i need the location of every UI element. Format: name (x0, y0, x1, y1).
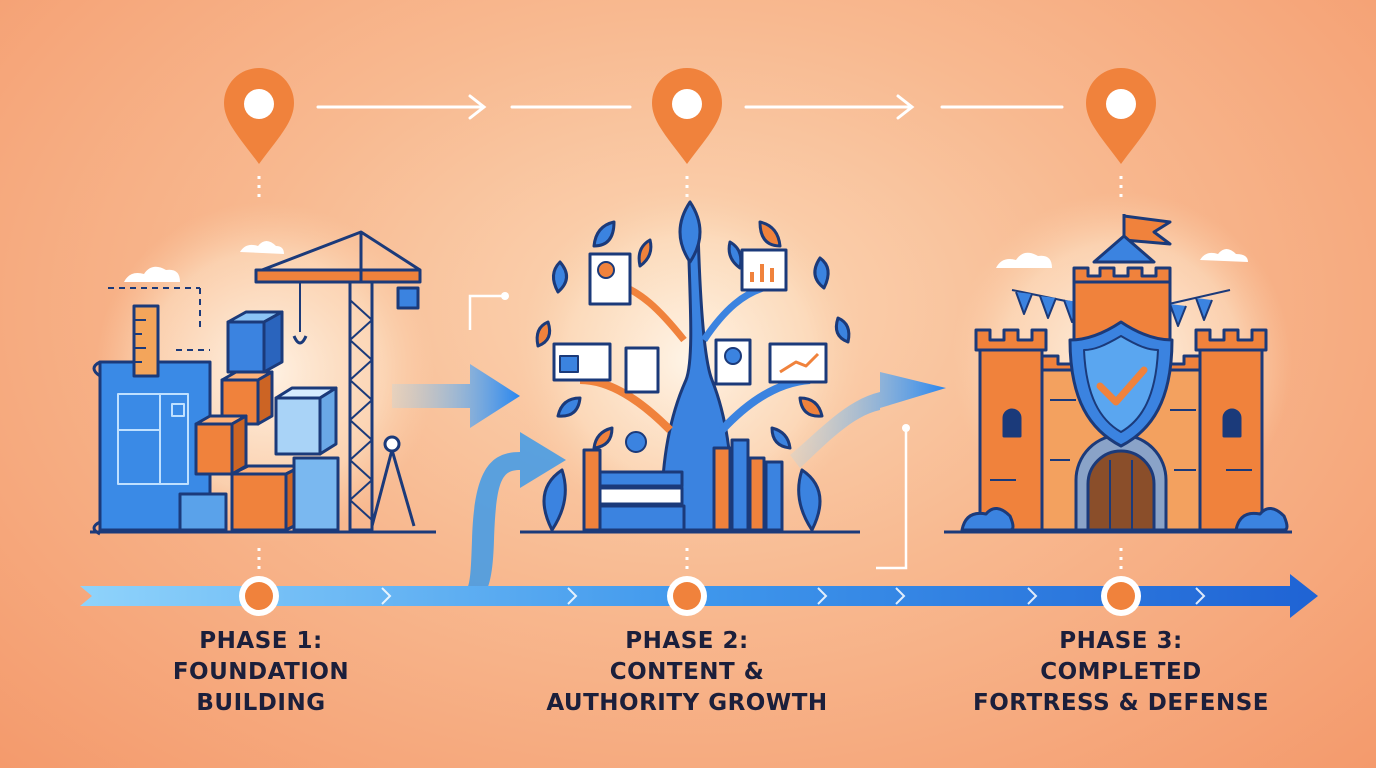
connector-arrows (392, 292, 946, 606)
phase-2-title-line1: CONTENT & (609, 659, 765, 685)
phase-2-label: PHASE 2: CONTENT & AUTHORITY GROWTH (507, 626, 867, 719)
arrow-phase1-to-phase2 (392, 364, 520, 428)
castle-shield-icon (944, 214, 1292, 534)
phase-3-title-line1: COMPLETED (1040, 659, 1202, 685)
arrow-phase2-to-phase3 (790, 372, 946, 468)
phase-1-number: PHASE 1: (199, 628, 323, 654)
top-route (224, 68, 1156, 200)
connector-line-left (468, 294, 502, 330)
phase-2-title-line2: AUTHORITY GROWTH (546, 690, 828, 716)
timeline-arrow (80, 548, 1318, 618)
content-tree-icon (520, 200, 860, 534)
phase-3-number: PHASE 3: (1059, 628, 1183, 654)
timeline-marker-1 (239, 548, 279, 616)
location-pin-3-icon (1086, 68, 1156, 200)
timeline-marker-2 (667, 548, 707, 616)
phase-3-label: PHASE 3: COMPLETED FORTRESS & DEFENSE (941, 626, 1301, 719)
connector-line-right (876, 430, 908, 570)
phase-1-title-line2: BUILDING (196, 690, 326, 716)
route-arrow-2 (744, 94, 1064, 120)
construction-site-icon (90, 230, 436, 536)
arrow-timeline-to-phase2 (444, 432, 566, 606)
phase-3-title-line2: FORTRESS & DEFENSE (973, 690, 1269, 716)
phase-1-label: PHASE 1: FOUNDATION BUILDING (81, 626, 441, 719)
timeline-marker-3 (1101, 548, 1141, 616)
phase-1-title-line1: FOUNDATION (172, 659, 350, 685)
phase-2-number: PHASE 2: (625, 628, 749, 654)
route-arrow-1 (316, 94, 632, 120)
location-pin-2-icon (652, 68, 722, 200)
location-pin-1-icon (224, 68, 294, 200)
